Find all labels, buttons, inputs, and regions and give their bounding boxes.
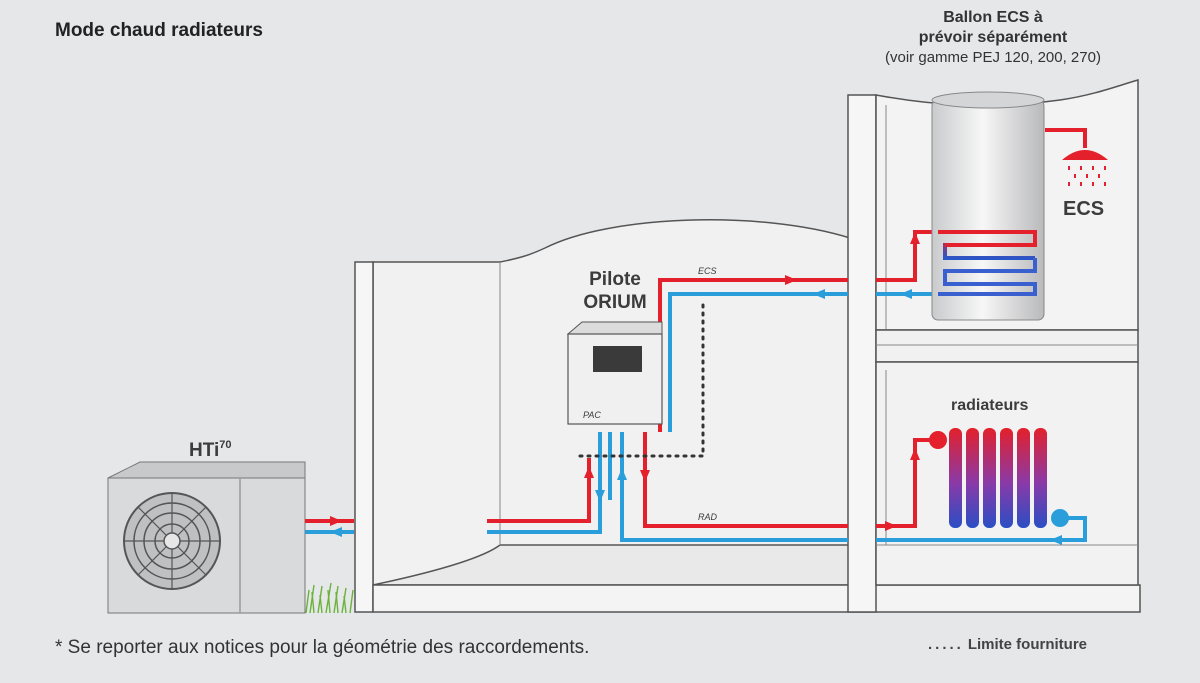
pilot-screen [593, 346, 642, 372]
tank-top [931, 91, 1045, 109]
arrow-hp-hot [330, 516, 342, 526]
heat-pump-label: HTi70 [189, 439, 232, 461]
central-wall [847, 94, 877, 613]
footnote: * Se reporter aux notices pour la géomét… [55, 637, 590, 658]
radiator-valve-cold [1051, 509, 1069, 527]
arrow-tank-hot [910, 232, 920, 244]
upper-slab [875, 329, 1139, 363]
tank-body [931, 99, 1045, 321]
pipe-ecs-cold [668, 292, 848, 432]
legend-dots: ..... [928, 636, 964, 653]
shower-icon [1062, 150, 1108, 186]
heat-pump-unit [107, 461, 354, 614]
hot-water-tank [931, 91, 1045, 321]
arrow-up-cold [617, 468, 627, 480]
arrow-rad-cold [1050, 535, 1062, 545]
left-wall [354, 261, 374, 613]
tank-heading-line2: prévoir séparément [918, 29, 1068, 46]
legend-supply-limit: .....Limite fourniture [928, 636, 1087, 653]
pilot-label-line2: ORIUM [583, 292, 646, 313]
pilot-unit [566, 321, 663, 425]
arrow-up-hot [584, 466, 594, 478]
pilot-label-line1: Pilote [589, 269, 641, 290]
ecs-label: ECS [1063, 198, 1104, 220]
arrow-down-cold [595, 490, 605, 502]
page-title: Mode chaud radiateurs [55, 20, 263, 41]
ground-floor-slope [372, 544, 851, 586]
ground-slab [372, 584, 1141, 613]
heat-pump-superscript: 70 [219, 439, 231, 451]
heat-pump-name: HTi [189, 440, 219, 461]
tank-heading: Ballon ECS à prévoir séparément (voir ga… [848, 8, 1138, 68]
radiator-icon [929, 428, 1069, 528]
pipe-room-hot-in [487, 458, 591, 523]
supply-limit-line [578, 300, 705, 458]
pipe-ecs-label: ECS [698, 266, 717, 276]
pipe-room-cold-in [487, 432, 602, 534]
tank-heading-line3: (voir gamme PEJ 120, 200, 270) [885, 49, 1101, 66]
arrow-down-hot [640, 470, 650, 482]
pipe-radiator-cold [876, 516, 1087, 542]
arrow-rad-hot2 [885, 521, 897, 531]
heat-pump-top [107, 461, 306, 479]
radiators-label: radiateurs [951, 397, 1028, 414]
radiator-valve-hot [929, 431, 947, 449]
arrow-ecs-cold [813, 289, 825, 299]
pipe-rad-label: RAD [698, 512, 718, 522]
arrow-rad-hot [910, 448, 920, 460]
legend-limit-text: Limite fourniture [967, 636, 1088, 653]
pilot-top [566, 321, 663, 335]
fan-icon [123, 492, 221, 590]
tank-coil-hot-top [938, 230, 1037, 247]
tank-heading-line1: Ballon ECS à [943, 9, 1043, 26]
arrow-tank-cold [900, 289, 912, 299]
grass-icon [305, 582, 354, 614]
pipe-rad-hot [643, 432, 848, 528]
flow-arrows [330, 232, 1062, 545]
arrow-ecs-hot [785, 275, 797, 285]
pipe-tank-hot [876, 230, 938, 282]
pipe-shower [1045, 128, 1087, 148]
arrow-hp-cold [330, 527, 342, 537]
pac-label: PAC [583, 410, 601, 420]
